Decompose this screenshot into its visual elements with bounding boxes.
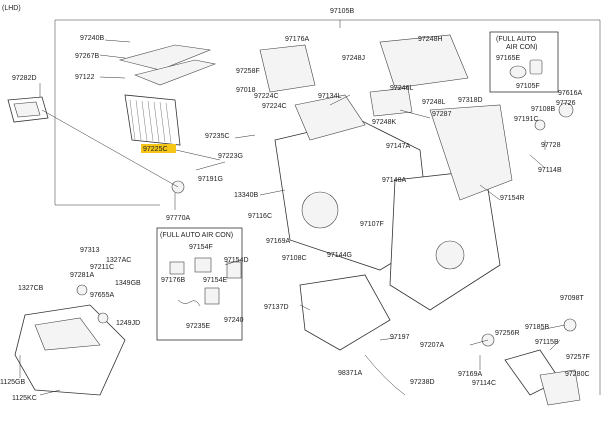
callout-97107F: 97107F [360,221,384,228]
leader-lines [19,39,566,396]
actuator-2 [226,261,242,279]
callout-98371A: 98371A [338,370,362,377]
inset-full-auto-left: (FULL AUTO AIR CON) [156,227,243,341]
callout-97728: 97728 [541,142,561,149]
inset-left-title: (FULL AUTO AIR CON) [160,232,233,239]
callout-97154E: 97154E [203,277,227,284]
callout-97248J: 97248J [342,55,365,62]
actuator-3 [204,287,220,305]
heater-core [118,44,217,146]
blower-filter [7,96,49,123]
actuator-1 [194,257,212,273]
callout-97726: 97726 [556,100,576,107]
callout-97176A: 97176A [285,36,309,43]
callout-97224C-a: 97224C [254,93,279,100]
callout-97287: 97287 [432,111,452,118]
callout-97211C: 97211C [90,264,114,271]
callout-97105F: 97105F [516,83,540,90]
callout-97235E: 97235E [186,323,210,330]
callout-97169A-b: 97169A [458,371,482,378]
callout-97114B: 97114B [538,167,562,174]
callout-97134L: 97134L [318,93,341,100]
wire-harness [177,299,201,307]
callout-labels: 97105B 97240B 97267B 97122 97282D 97176A… [0,8,590,402]
actuator-4 [169,261,185,275]
callout-97116C: 97116C [248,213,272,220]
callout-97248K: 97248K [372,119,396,126]
callout-97267B: 97267B [75,53,99,60]
callout-97148A: 97148A [382,177,406,184]
callout-97246L: 97246L [390,85,413,92]
callout-97238D: 97238D [410,379,435,386]
callout-97616A: 97616A [558,90,582,97]
callout-97144G: 97144G [327,252,352,259]
inset-full-auto-top: (FULL AUTO AIR CON) [489,31,559,93]
sensor-part [509,65,527,79]
callout-97018: 97018 [236,87,256,94]
highlighted-callout-bg [141,144,176,153]
inset-top-title-2: AIR CON) [506,44,538,51]
callout-97154R: 97154R [500,195,525,202]
callout-1327AC: 1327AC [106,257,131,264]
callout-97098T: 97098T [560,295,584,302]
callout-97154F: 97154F [189,244,213,251]
callout-1125KC: 1125KC [12,395,37,402]
callout-97313: 97313 [80,247,100,254]
callout-97169A: 97169A [266,238,290,245]
callout-97235C: 97235C [205,133,230,140]
callout-97240B: 97240B [80,35,104,42]
callout-97223G: 97223G [218,153,243,160]
callout-97191C: 97191C [514,116,539,123]
callout-97114C: 97114C [472,380,496,387]
sensor-cap [529,59,543,75]
callout-97185B: 97185B [525,324,549,331]
callout-97197: 97197 [390,334,410,341]
callout-97165E: 97165E [496,55,520,62]
callout-97108B: 97108B [531,106,555,113]
assembly-frame [54,19,601,395]
callout-97257F: 97257F [566,354,590,361]
callout-97105B: 97105B [330,8,354,15]
callout-97281A: 97281A [70,272,94,279]
callout-97256R: 97256R [495,330,520,337]
callout-13340B: 13340B [234,192,258,199]
callout-97240: 97240 [224,317,244,324]
callout-97122: 97122 [75,74,95,81]
callout-97248L: 97248L [422,99,445,106]
callout-1125GB: 1125GB [0,379,25,386]
blend-motor [504,349,581,406]
callout-97280C: 97280C [565,371,590,378]
callout-1249JD: 1249JD [116,320,140,327]
callout-97282D: 97282D [12,75,37,82]
callout-1349GB: 1349GB [115,280,141,287]
callout-97248H: 97248H [418,36,443,43]
callout-97191G: 97191G [198,176,223,183]
callout-97225C-highlighted: 97225C [143,146,168,153]
callout-97115B: 97115B [535,339,559,346]
callout-97147A: 97147A [386,143,410,150]
callout-97258F: 97258F [236,68,260,75]
callout-97224C-b: 97224C [262,103,287,110]
callout-97770A: 97770A [166,215,190,222]
callout-97176B: 97176B [161,277,185,284]
callout-97207A: 97207A [420,342,444,349]
callout-97154D: 97154D [224,257,249,264]
callout-97137D: 97137D [264,304,289,311]
callout-97318D: 97318D [458,97,483,104]
floor-duct [14,304,126,396]
callout-1327CB: 1327CB [18,285,44,292]
hvac-case [274,94,513,311]
callout-97655A: 97655A [90,292,114,299]
corner-label: (LHD) [2,5,21,12]
seals [259,34,469,117]
inset-top-title-1: (FULL AUTO [496,36,537,43]
callout-97108C: 97108C [282,255,307,262]
lower-duct [299,274,406,396]
